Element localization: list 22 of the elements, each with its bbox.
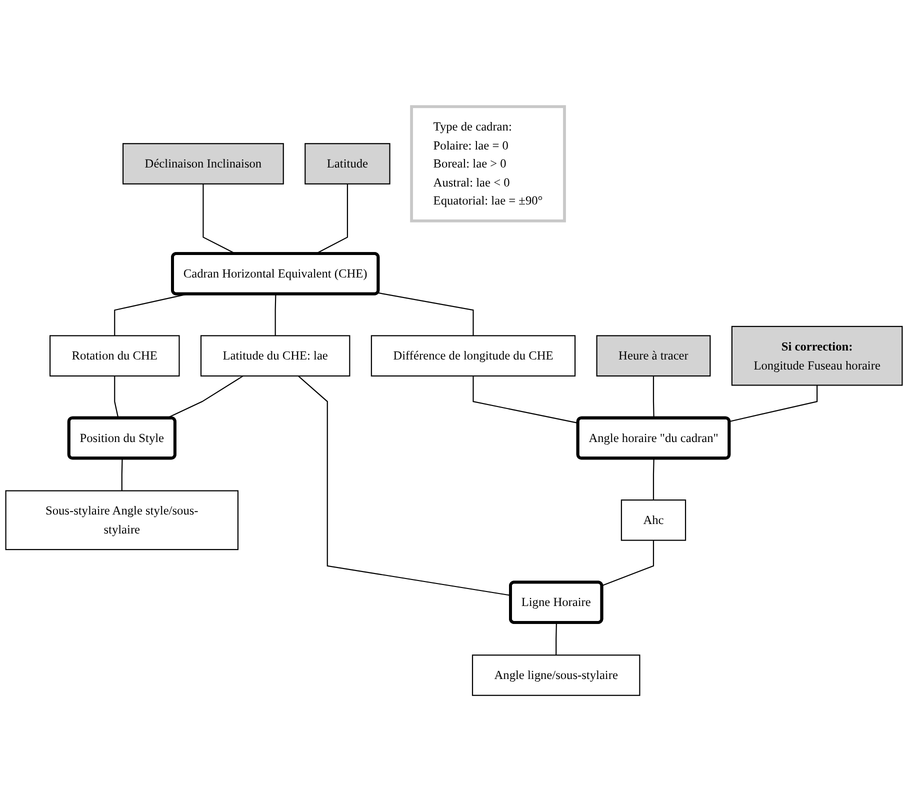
connector <box>114 376 119 418</box>
node-box: Latitude du CHE: lae <box>200 335 350 377</box>
connector <box>121 458 123 491</box>
node-box: Différence de longitude du CHE <box>370 335 576 377</box>
node-box: Si correction: Longitude Fuseau horaire <box>731 326 903 386</box>
node-box: Latitude <box>304 143 390 184</box>
node-box: Heure à tracer <box>596 335 711 377</box>
connector <box>652 458 654 500</box>
node-box: Rotation du CHE <box>49 335 180 377</box>
connector <box>472 376 578 424</box>
connector <box>274 294 276 336</box>
connector <box>652 376 654 418</box>
node-box: Angle ligne/sous-stylaire <box>472 654 640 696</box>
node-box: Sous-stylaire Angle style/sous-stylaire <box>5 490 238 550</box>
node-box: Déclinaison Inclinaison <box>122 143 284 184</box>
connector <box>602 540 654 586</box>
node-box: Type de cadran: Polaire: lae = 0 Boreal: lae > 0 Austral: lae < 0 Equatorial: lae = ±90° <box>410 105 566 222</box>
connector <box>729 385 818 422</box>
node-box: Ahc <box>620 499 686 541</box>
connector <box>556 622 557 656</box>
connector <box>378 292 474 336</box>
connector <box>298 376 511 596</box>
